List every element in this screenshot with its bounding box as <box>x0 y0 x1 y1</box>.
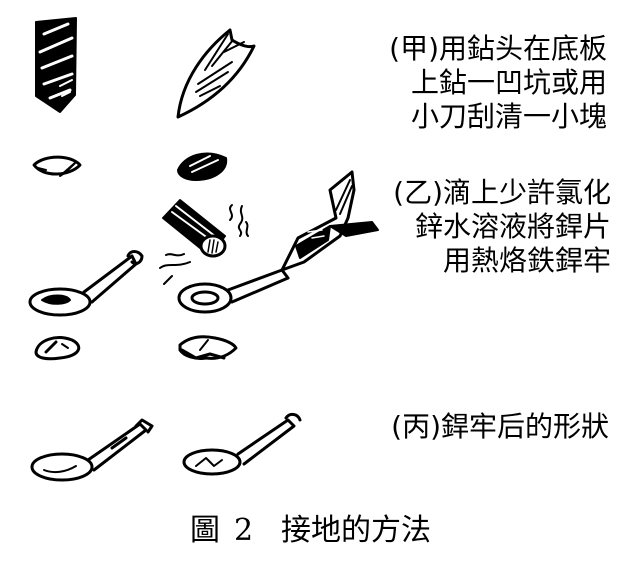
step-bing-line-1: (丙)銲牢后的形狀 <box>391 410 609 443</box>
step-bing-text: (丙)銲牢后的形狀 <box>391 410 609 444</box>
step-jia-text: (甲)用鉆头在底板 上鉆一凹坑或用 小刀刮清一小塊 <box>389 32 607 134</box>
drill-bit-icon <box>35 17 77 113</box>
soldered-lug-1-icon <box>30 418 154 482</box>
step-yi-line-1: (乙)滴上少許氯化 <box>393 176 611 209</box>
step-yi-text: (乙)滴上少許氯化 鋅水溶液將銲片 用熱烙鉄銲牢 <box>393 176 611 278</box>
caption-number: 2 <box>233 513 254 548</box>
solder-blob-icon <box>34 336 81 361</box>
solder-lug-icon <box>28 250 144 317</box>
soldering-iron-icon <box>280 170 379 272</box>
knife-blade-icon <box>176 28 256 119</box>
lug-on-iron-icon <box>177 268 290 314</box>
caption-prefix: 圖 <box>189 513 220 548</box>
drilled-pit-icon <box>32 155 82 177</box>
step-jia-line-2: 上鉆一凹坑或用 <box>410 66 607 99</box>
step-yi-line-3: 用熱烙鉄銲牢 <box>442 244 611 277</box>
caption-title: 接地的方法 <box>281 513 432 548</box>
solder-stick-icon <box>159 199 249 285</box>
step-yi-line-2: 鋅水溶液將銲片 <box>414 210 611 243</box>
soldered-lug-2-icon <box>182 412 302 476</box>
step-jia-line-3: 小刀刮清一小塊 <box>410 100 607 133</box>
solder-blob-rough-icon <box>178 335 238 360</box>
step-jia-line-1: (甲)用鉆头在底板 <box>389 32 607 65</box>
scraped-spot-icon <box>177 152 228 181</box>
